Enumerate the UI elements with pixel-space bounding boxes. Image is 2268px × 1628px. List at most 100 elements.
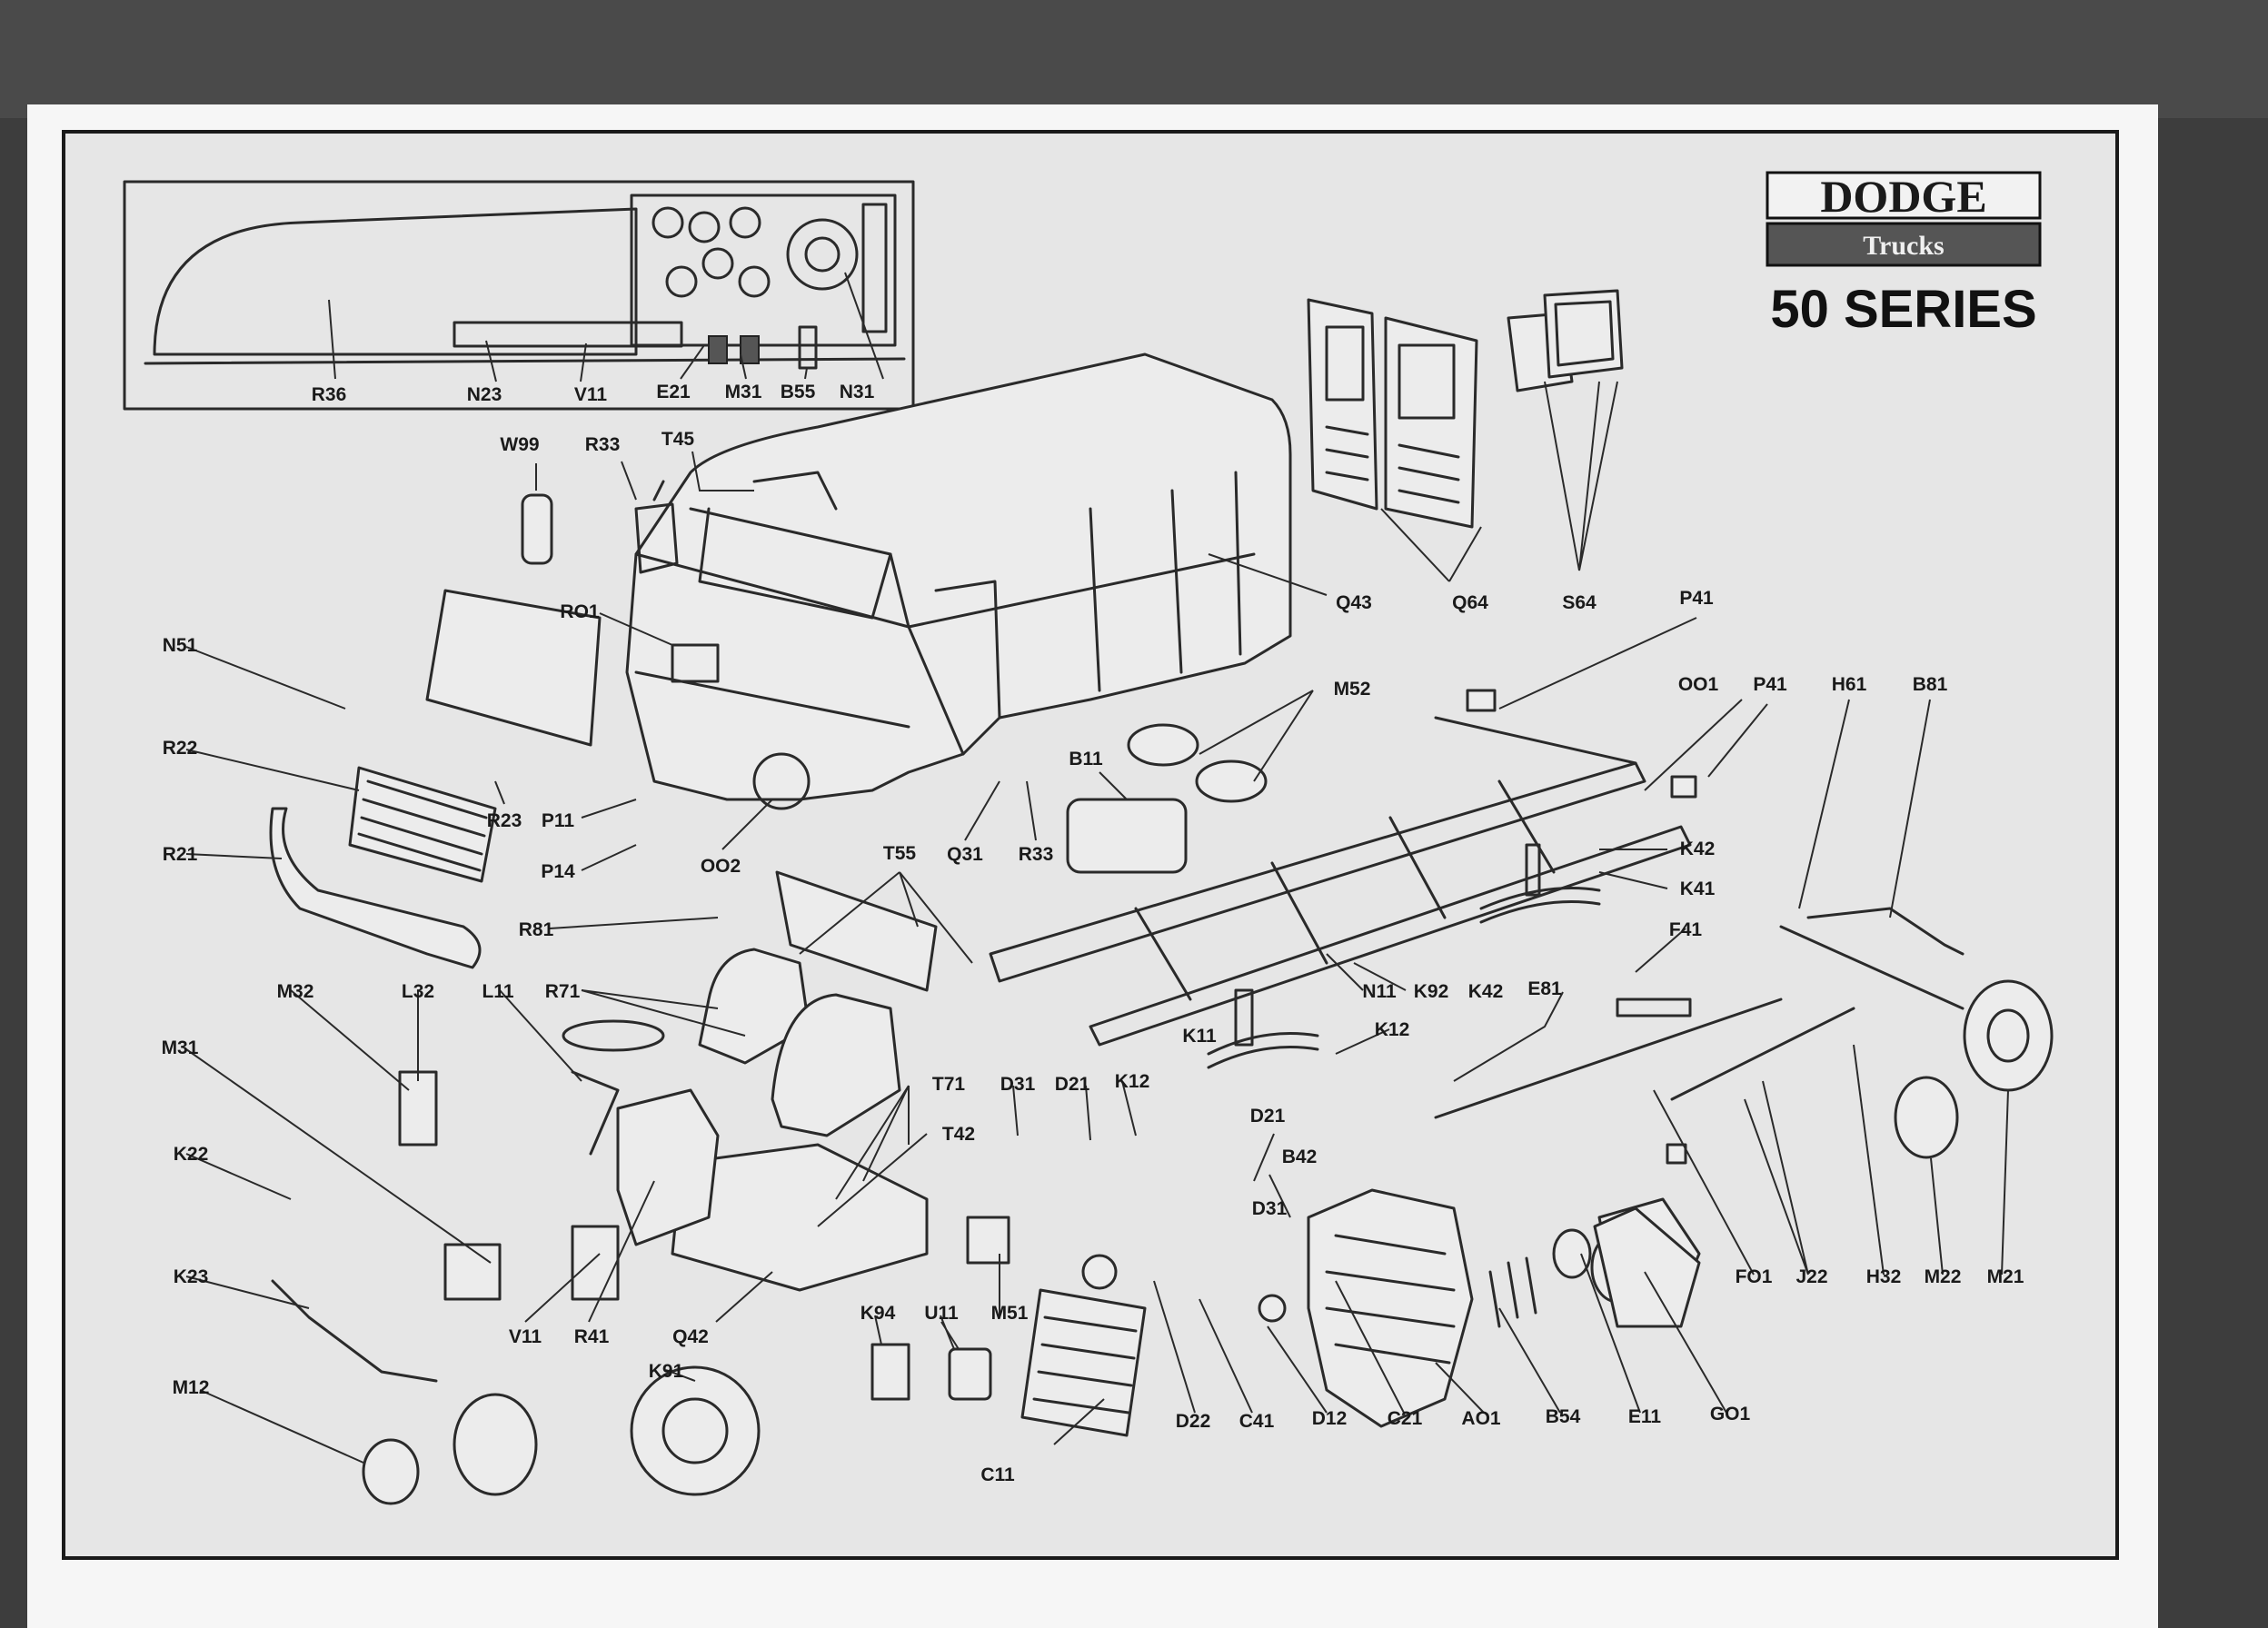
label-M51: M51 — [991, 1303, 1029, 1324]
rear-doors — [1307, 298, 1478, 529]
label-P14: P14 — [541, 861, 575, 882]
van-body — [625, 352, 1292, 810]
label-E11: E11 — [1628, 1406, 1662, 1427]
label-R81: R81 — [519, 919, 554, 940]
can-2 — [1195, 759, 1268, 803]
label-M31: M31 — [725, 382, 762, 402]
label-N51: N51 — [163, 635, 198, 656]
label-Q31: Q31 — [947, 844, 983, 865]
brand-name: DODGE — [1820, 171, 1986, 222]
label-D31: D31 — [1000, 1074, 1036, 1095]
label-K42: K42 — [1468, 981, 1504, 1002]
rear-hub — [1963, 979, 2054, 1092]
label-K92: K92 — [1414, 981, 1449, 1002]
label-R33: R33 — [585, 434, 621, 455]
jack — [870, 1343, 910, 1401]
label-D31: D31 — [1252, 1198, 1288, 1219]
label-M52: M52 — [1334, 679, 1371, 700]
label-C21: C21 — [1388, 1408, 1423, 1429]
label-M12: M12 — [173, 1377, 210, 1398]
label-F41: F41 — [1669, 919, 1703, 940]
label-K23: K23 — [174, 1266, 209, 1287]
label-M22: M22 — [1925, 1266, 1962, 1287]
label-R71: R71 — [545, 981, 581, 1002]
windshield — [425, 589, 602, 747]
label-D12: D12 — [1312, 1408, 1348, 1429]
label-U11: U11 — [924, 1303, 959, 1324]
label-R23: R23 — [487, 810, 522, 831]
brake-shoe — [1894, 1076, 1959, 1159]
label-P11: P11 — [542, 810, 575, 831]
label-E21: E21 — [656, 382, 691, 402]
label-K11: K11 — [1182, 1026, 1217, 1047]
label-K94: K94 — [860, 1303, 896, 1324]
label-E81: E81 — [1527, 978, 1562, 999]
window-seals — [1507, 289, 1624, 392]
spring — [1207, 1032, 1319, 1069]
master-cylinder — [966, 1216, 1010, 1265]
label-B81: B81 — [1913, 674, 1948, 695]
front-hub — [453, 1393, 538, 1496]
engine — [1307, 1188, 1474, 1428]
label-K41: K41 — [1680, 879, 1716, 899]
label-H32: H32 — [1866, 1266, 1902, 1287]
brake-drum — [362, 1438, 420, 1505]
label-D21: D21 — [1250, 1106, 1286, 1127]
chassis-frame — [989, 716, 1692, 1047]
label-M32: M32 — [277, 981, 314, 1002]
drive-shaft — [1434, 998, 1783, 1119]
heater — [571, 1225, 620, 1301]
label-L32: L32 — [402, 981, 434, 1002]
label-GO1: GO1 — [1710, 1404, 1751, 1424]
label-R22: R22 — [163, 738, 198, 759]
brand-block: DODGE Trucks 50 SERIES — [1766, 171, 2042, 339]
label-Q64: Q64 — [1452, 592, 1488, 613]
steering-wheel — [562, 1019, 665, 1052]
label-OO1: OO1 — [1678, 674, 1719, 695]
label-D21: D21 — [1055, 1074, 1090, 1095]
label-L11: L11 — [482, 981, 513, 1002]
label-T45: T45 — [662, 429, 695, 450]
oil-can — [948, 1347, 992, 1401]
steering-box — [398, 1070, 438, 1147]
bell-housing — [1593, 1206, 1701, 1328]
brand-badge — [1766, 222, 2042, 267]
label-N31: N31 — [840, 382, 875, 402]
fuel-tank — [1066, 798, 1188, 874]
label-Q42: Q42 — [672, 1326, 709, 1347]
label-C41: C41 — [1239, 1411, 1275, 1432]
label-M21: M21 — [1987, 1266, 2024, 1287]
label-OO2: OO2 — [701, 856, 741, 877]
label-RO1: RO1 — [560, 601, 600, 622]
label-P41: P41 — [1753, 674, 1787, 695]
label-T55: T55 — [883, 843, 917, 864]
label-R36: R36 — [312, 384, 347, 405]
label-V11: V11 — [574, 384, 608, 405]
label-S64: S64 — [1562, 592, 1597, 613]
leader-lines — [185, 272, 2009, 1464]
series-title: 50 SERIES — [1770, 280, 2036, 339]
label-R21: R21 — [163, 844, 198, 865]
label-C11: C11 — [980, 1464, 1015, 1485]
brand-sub: Trucks — [1863, 231, 1944, 261]
part-labels: R36 N23 V11 E21 M31 B55 N31 W99 R33 T45 … — [162, 382, 2024, 1485]
label-H61: H61 — [1832, 674, 1867, 695]
label-N23: N23 — [467, 384, 502, 405]
grille — [348, 766, 497, 883]
label-FO1: FO1 — [1736, 1266, 1773, 1287]
label-K22: K22 — [174, 1144, 209, 1165]
label-AO1: AO1 — [1461, 1408, 1501, 1429]
label-K91: K91 — [649, 1361, 684, 1382]
label-B42: B42 — [1282, 1147, 1318, 1167]
mirror — [634, 480, 679, 574]
dashboard-inset — [123, 180, 915, 411]
label-R33: R33 — [1019, 844, 1054, 865]
label-B55: B55 — [781, 382, 816, 402]
bumper — [269, 807, 482, 969]
label-P41: P41 — [1679, 588, 1714, 609]
extinguisher — [521, 493, 553, 565]
spare-wheel — [630, 1365, 761, 1496]
label-B11: B11 — [1069, 749, 1103, 769]
label-W99: W99 — [500, 434, 539, 455]
label-R41: R41 — [574, 1326, 610, 1347]
